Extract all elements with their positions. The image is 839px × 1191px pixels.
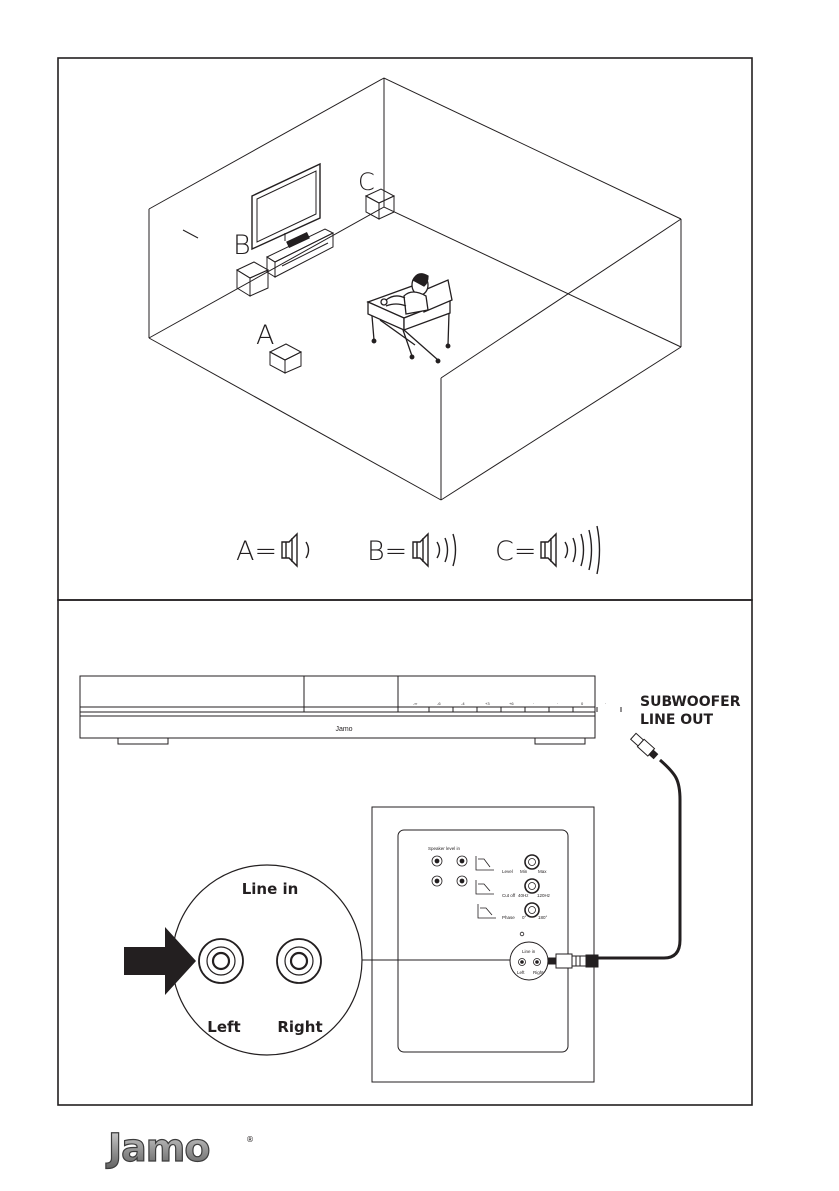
sound-wave [589,530,592,570]
plate-right-label: Right [533,970,544,975]
sound-wave [581,534,584,566]
subwoofer [372,807,594,1082]
display-mark: -∞ [413,701,417,706]
display-mark: +3 [485,701,490,706]
legend-label-0: A= [236,536,277,567]
zoom-right-label: Right [277,1018,322,1036]
sound-wave [565,542,568,558]
display-mark: · [605,701,606,706]
tv-screen [257,171,316,242]
zoom-title: Line in [242,880,299,898]
wall-mark [183,230,198,238]
room-front-right [441,347,681,500]
plate-hz-high: 120Hz [537,893,551,898]
legend-label-1: B= [367,536,407,567]
speaker-icon [541,534,556,566]
left-rca-jack [199,939,243,983]
plate-left-label: Left [517,970,525,975]
subwoofer-cabinet [372,807,594,1082]
rca-plug-bottom [548,954,598,968]
sound-wave [597,526,600,574]
plate-hz-low: 40Hz [518,893,529,898]
label-c: C [358,168,375,196]
plate-min-label: Min [520,869,528,874]
sound-wave [437,542,440,558]
jamo-logo: Jamo ® [105,1126,254,1170]
sound-wave [306,542,309,558]
plate-phase-label: Phase [502,915,515,920]
label-b: B [233,230,251,261]
sound-wave [573,538,576,562]
room-diagram [149,78,681,500]
sound-wave [445,538,448,562]
speaker-icon [413,534,428,566]
room-front-wall-top [441,219,681,378]
subwoofer-cable [598,733,680,958]
soundbar-in-room [287,233,309,248]
sound-wave [453,534,456,566]
zoom-left-label: Left [207,1018,240,1036]
soundbar-foot-left [118,738,168,744]
plate-deg0: 0° [522,915,527,920]
plate-cutoff-label: Cut off [502,893,516,898]
subwoofer-callout-line2: LINE OUT [640,712,714,728]
soundbar: -∞-6-4+3+6··0· [80,676,621,744]
speaker-a-cube [270,344,301,373]
rca-plug-top [630,733,659,761]
plate-level-label: Level [502,869,513,874]
subwoofer-callout-line1: SUBWOOFER [640,694,741,710]
speaker-b-cube [237,262,268,296]
display-mark: · [557,701,558,706]
volume-legend: A= B= C= [236,526,600,574]
display-mark: +6 [509,701,514,706]
room-front-left [149,338,441,500]
plate-max-label: Max [538,869,547,874]
soundbar-foot-right [535,738,585,744]
plate-speaker-level-label: Speaker level in [428,846,461,851]
cable-path [598,760,680,958]
legend-label-2: C= [495,536,536,567]
room-back-wall [149,78,681,219]
speaker-icon [282,534,297,566]
right-rca-jack [277,939,321,983]
display-mark: · [533,701,534,706]
logo-text: Jamo [105,1126,209,1170]
listener-in-chair [368,274,452,363]
logo-registered-mark: ® [246,1135,254,1144]
plate-line-in-label: Line in [522,949,536,954]
plate-deg180: 180° [538,915,548,920]
label-a: A [256,320,274,351]
soundbar-brand: Jamo [335,726,352,733]
